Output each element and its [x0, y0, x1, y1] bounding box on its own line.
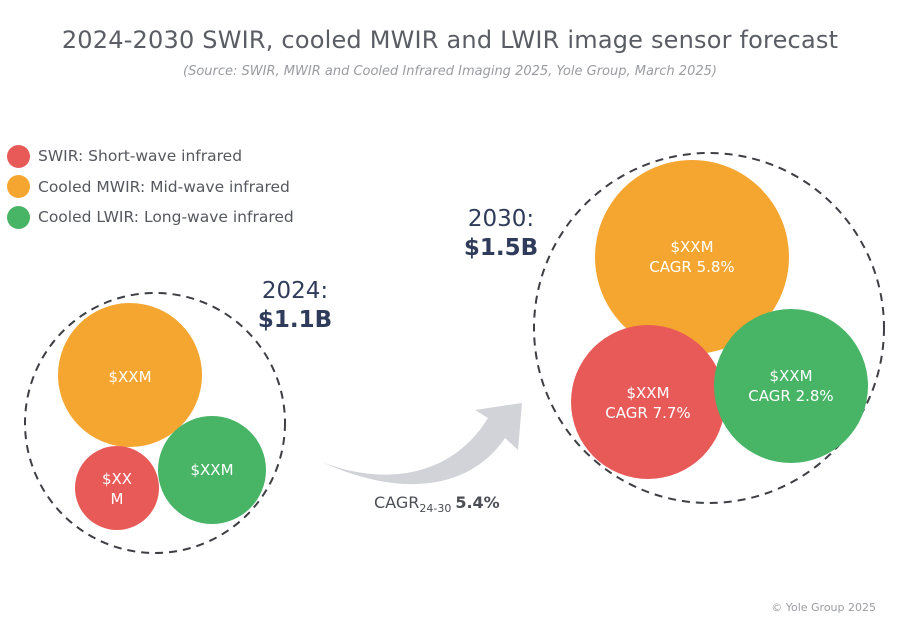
chart-title: 2024-2030 SWIR, cooled MWIR and LWIR ima… — [61, 26, 839, 54]
bubble-2024-swir — [75, 446, 159, 530]
legend-label-lwir: Cooled LWIR: Long-wave infrared — [38, 208, 294, 227]
bubble-2030-lwir — [714, 309, 868, 463]
bubble-2030-mwir — [595, 160, 789, 354]
cagr-period: 24-30 — [419, 502, 452, 516]
year-2024-label: 2024: $1.1B — [250, 277, 340, 335]
cagr-text: CAGR — [374, 493, 420, 512]
bubble-2024-swir-label-2: M — [111, 490, 124, 508]
growth-arrow — [322, 403, 522, 485]
group-2030-outline — [533, 152, 885, 504]
year-2030-year: 2030: — [467, 206, 535, 232]
bubble-2030-swir-label-1: $XXM — [626, 384, 669, 402]
bubble-2030-mwir-label-2: CAGR 5.8% — [649, 258, 734, 276]
legend-label-swir: SWIR: Short-wave infrared — [38, 147, 243, 166]
year-2024-year: 2024: — [261, 278, 329, 304]
year-2030-label: 2030: $1.5B — [456, 205, 546, 263]
copyright: © Yole Group 2025 — [771, 601, 876, 614]
bubble-2024-mwir — [58, 303, 202, 447]
legend-swatch-mwir — [7, 175, 30, 199]
cagr-value: 5.4% — [455, 493, 500, 512]
year-2024-total: $1.1B — [257, 307, 333, 333]
legend-label-mwir: Cooled MWIR: Mid-wave infrared — [38, 177, 290, 196]
bubble-2024-lwir-label: $XXM — [190, 461, 233, 479]
legend-item-lwir: Cooled LWIR: Long-wave infrared — [7, 202, 294, 233]
bubble-2024-mwir-label: $XXM — [108, 368, 151, 386]
legend-swatch-lwir — [7, 205, 30, 229]
legend: SWIR: Short-wave infrared Cooled MWIR: M… — [7, 141, 294, 233]
bubble-2030-lwir-label-1: $XXM — [769, 367, 812, 385]
group-2024-outline — [24, 292, 286, 554]
bubble-2024-swir-label-1: $XX — [102, 470, 132, 488]
bubble-2024-lwir — [158, 416, 266, 524]
legend-item-mwir: Cooled MWIR: Mid-wave infrared — [7, 172, 294, 203]
bubble-2030-mwir-label-1: $XXM — [670, 238, 713, 256]
bubble-2030-lwir-label-2: CAGR 2.8% — [748, 387, 833, 405]
legend-item-swir: SWIR: Short-wave infrared — [7, 141, 294, 172]
bubble-2030-swir — [571, 325, 725, 479]
year-2030-total: $1.5B — [463, 235, 539, 261]
chart-subtitle: (Source: SWIR, MWIR and Cooled Infrared … — [183, 64, 717, 79]
legend-swatch-swir — [7, 144, 30, 168]
bubble-2030-swir-label-2: CAGR 7.7% — [605, 404, 690, 422]
